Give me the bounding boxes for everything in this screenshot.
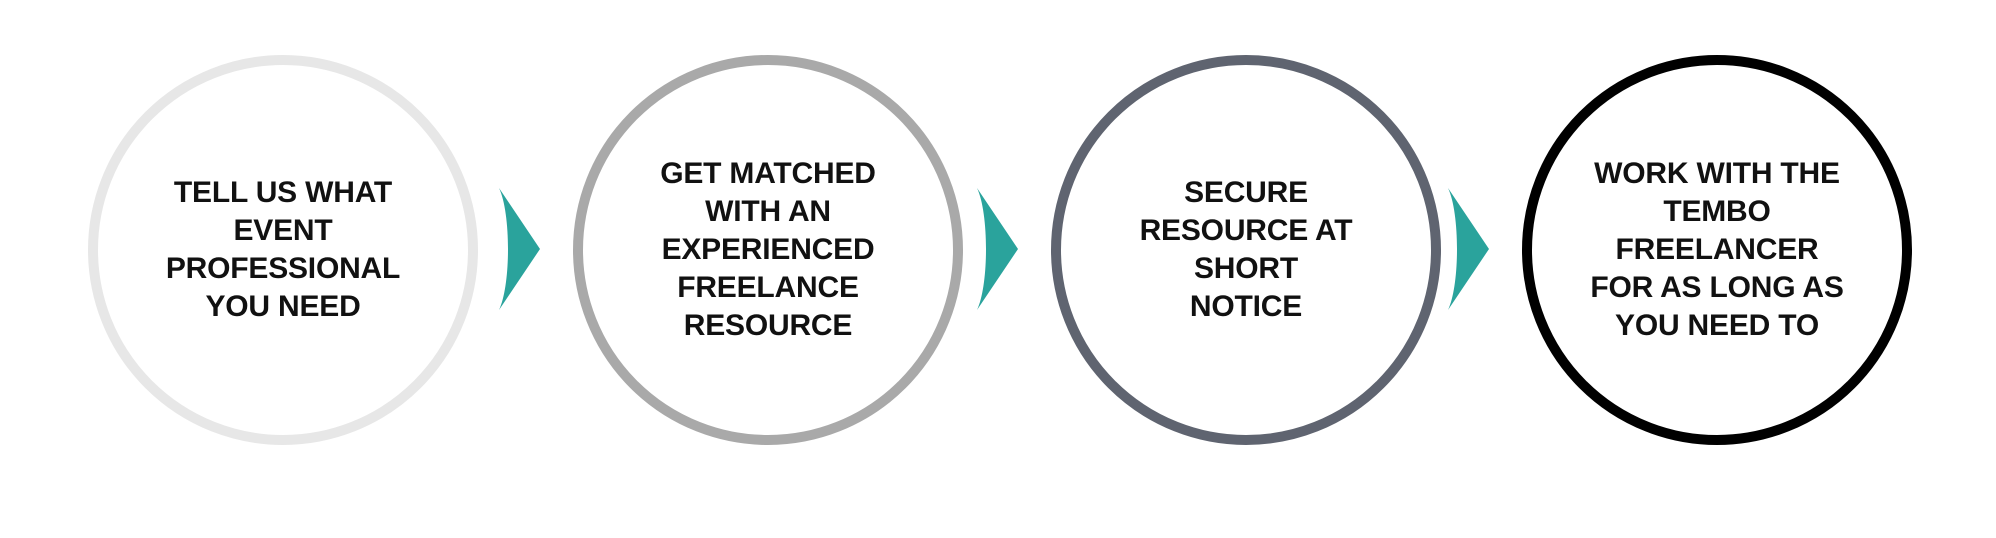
- process-step-1[interactable]: TELL US WHAT EVENT PROFESSIONAL YOU NEED: [88, 55, 478, 445]
- process-step-3-label: SECURE RESOURCE AT SHORT NOTICE: [1139, 175, 1353, 324]
- chevron-right-icon: [1448, 188, 1489, 310]
- process-step-4[interactable]: WORK WITH THE TEMBO FREELANCER FOR AS LO…: [1522, 55, 1912, 445]
- chevron-right-icon: [499, 188, 540, 310]
- flow-arrow-1: [485, 0, 547, 538]
- process-step-2[interactable]: GET MATCHED WITH AN EXPERIENCED FREELANC…: [573, 55, 963, 445]
- process-step-4-label: WORK WITH THE TEMBO FREELANCER FOR AS LO…: [1590, 156, 1844, 343]
- chevron-right-icon: [977, 188, 1018, 310]
- process-step-2-label: GET MATCHED WITH AN EXPERIENCED FREELANC…: [660, 156, 876, 343]
- flow-arrow-3: [1434, 0, 1496, 538]
- process-step-3[interactable]: SECURE RESOURCE AT SHORT NOTICE: [1051, 55, 1441, 445]
- process-step-1-label: TELL US WHAT EVENT PROFESSIONAL YOU NEED: [165, 175, 401, 324]
- flow-arrow-2: [963, 0, 1025, 538]
